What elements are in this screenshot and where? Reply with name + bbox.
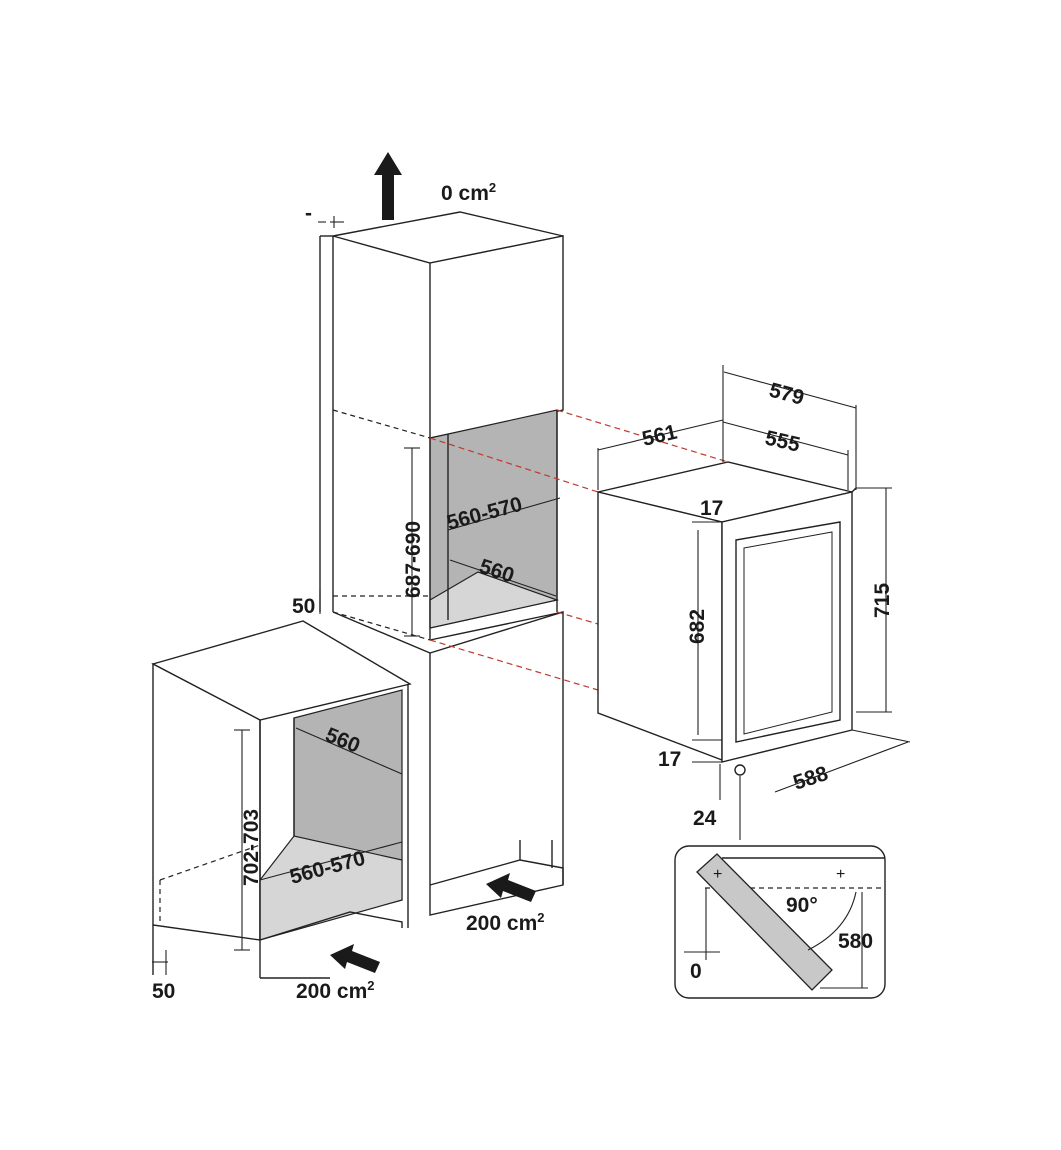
tall-cabinet-upper-front [429, 235, 564, 439]
door-top-17-label: 17 [700, 497, 723, 520]
door-clearance-0-label: 0 [690, 960, 702, 983]
appliance-width-579-label: 579 [767, 379, 807, 410]
door-swing-580-label: 580 [838, 930, 873, 953]
base-gap-label: 50 [152, 980, 175, 1003]
svg-text:+: + [836, 866, 845, 883]
arrow-right-icon [486, 873, 536, 902]
svg-text:+: + [713, 866, 722, 883]
tall-height-label: 687-690 [402, 521, 425, 598]
appliance-width-555-label: 555 [763, 426, 803, 456]
door-swing-inset: + + [674, 845, 886, 999]
appliance-glass [735, 521, 841, 743]
hinge-icon [734, 764, 746, 776]
arrow-right-icon [330, 944, 380, 973]
door-swing-door [696, 853, 833, 991]
appliance-depth-588-label: 588 [790, 762, 831, 795]
door-bottom-17-label: 17 [658, 748, 681, 771]
hinge-offset-24-label: 24 [693, 807, 717, 830]
appliance-height-715-label: 715 [871, 583, 894, 618]
arrow-up-icon [374, 152, 402, 220]
appliance-width-561-label: 561 [640, 421, 680, 451]
minus-mark-label: - [305, 202, 312, 225]
tall-cabinet-lower-front [429, 611, 564, 916]
base-cabinet [151, 620, 412, 979]
vent-bottom-right-label: 200 cm2 [466, 910, 544, 935]
vent-top-label: 0 cm2 [441, 180, 496, 205]
tall-gap-label: 50 [292, 595, 315, 618]
appliance [597, 461, 857, 776]
door-angle-label: 90° [786, 894, 818, 917]
vent-bottom-left-label: 200 cm2 [296, 978, 374, 1003]
base-height-label: 702-703 [240, 809, 263, 886]
tall-cabinet [319, 211, 564, 916]
door-height-682-label: 682 [686, 609, 709, 644]
